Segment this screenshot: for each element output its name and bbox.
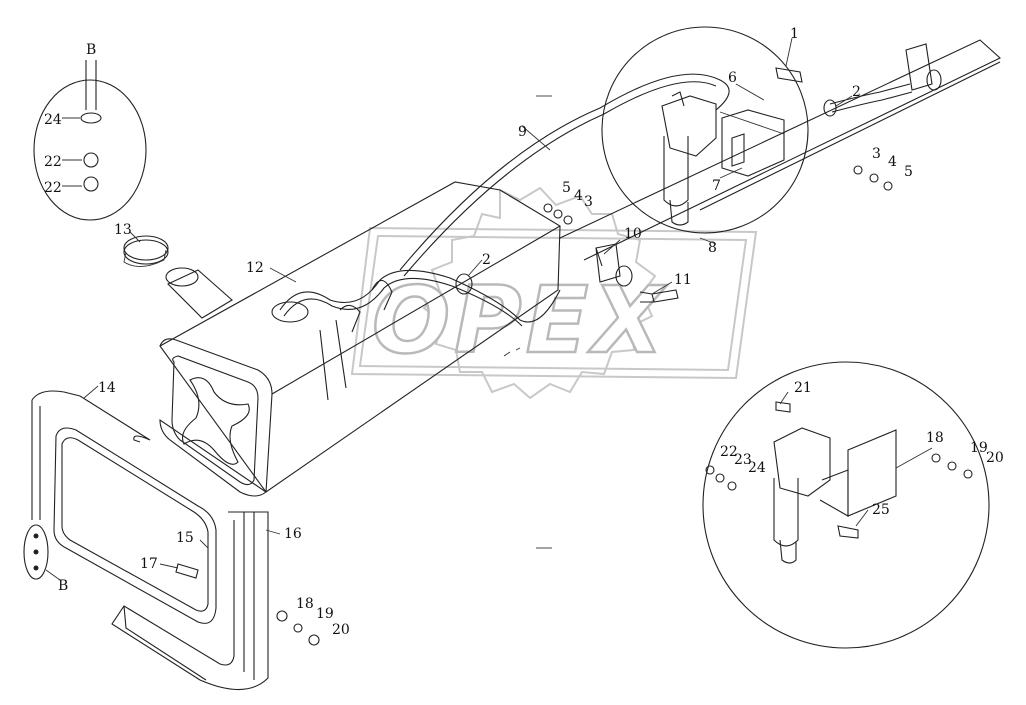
callout-15: 15: [176, 530, 194, 546]
callout-6: 6: [728, 70, 737, 86]
callout-24: 24: [748, 460, 766, 476]
leader-lines: [45, 37, 869, 581]
callout-22: 22: [720, 444, 738, 460]
callout-4: 4: [888, 154, 897, 170]
callout-19: 19: [970, 440, 988, 456]
callout-22-detail-a: 22: [44, 154, 62, 170]
pipe-clamp-bracket: [595, 243, 679, 303]
callout-12: 12: [246, 260, 264, 276]
fuel-pipes: [271, 73, 730, 401]
side-cover-assembly: [31, 390, 269, 691]
watermark-logo: OPEX: [350, 186, 758, 400]
callout-21: 21: [794, 380, 812, 396]
detail-ellipse-b-bottom: [23, 524, 49, 580]
callout-3: 3: [872, 146, 881, 162]
callout-10: 10: [624, 226, 642, 242]
callout-19-cover: 19: [316, 606, 334, 622]
callout-1: 1: [790, 26, 799, 42]
callout-7: 7: [712, 178, 721, 194]
callout-5-tank: 5: [562, 180, 571, 196]
callout-22-detail-b: 22: [44, 180, 62, 196]
watermark-band-inner: [358, 234, 748, 372]
callout-5: 5: [904, 164, 913, 180]
callout-2-tank: 2: [482, 252, 491, 268]
minor-marks: [503, 95, 552, 549]
callout-18: 18: [926, 430, 944, 446]
callout-b-top: B: [86, 42, 96, 58]
watermark-text: OPEX: [372, 267, 667, 374]
detail-ellipse-b-top: [33, 60, 147, 221]
callout-8: 8: [708, 240, 717, 256]
callout-25: 25: [872, 502, 890, 518]
callout-2: 2: [852, 84, 861, 100]
callout-b-bottom: B: [58, 578, 68, 594]
callout-labels: 1 2 3 4 5 6 7 8 9 10 11 12 13 14 15 16 1…: [44, 26, 1004, 638]
hardware-fasteners: [175, 165, 973, 646]
callout-14: 14: [98, 380, 116, 396]
callout-17: 17: [140, 556, 158, 572]
fuel-tank: [159, 181, 561, 497]
frame-rail: [559, 39, 1001, 261]
fuel-cap: [123, 235, 169, 267]
detail-circle-bottom: [702, 361, 990, 649]
callout-16: 16: [284, 526, 302, 542]
callout-20: 20: [986, 450, 1004, 466]
callout-4-tank: 4: [574, 188, 583, 204]
callout-11: 11: [674, 272, 692, 288]
callout-9: 9: [518, 124, 527, 140]
callout-3-tank: 3: [584, 194, 593, 210]
detail-circle-top: [601, 26, 809, 234]
callout-18-cover: 18: [296, 596, 314, 612]
callout-23: 23: [734, 452, 752, 468]
watermark-band: [350, 226, 758, 380]
callout-20-cover: 20: [332, 622, 350, 638]
callout-13: 13: [114, 222, 132, 238]
callout-24-detail: 24: [44, 112, 62, 128]
